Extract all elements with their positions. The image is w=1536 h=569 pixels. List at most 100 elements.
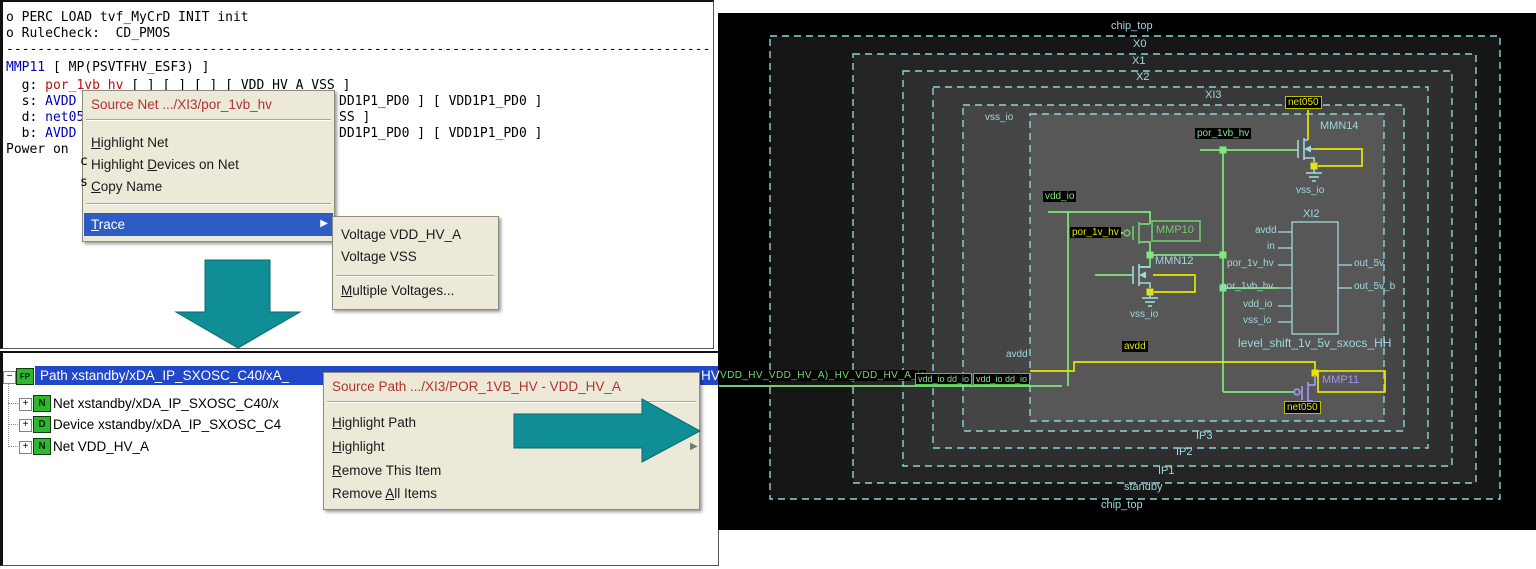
tree-expander-device[interactable]: + xyxy=(19,419,32,432)
menu-separator xyxy=(86,119,331,121)
label-rest: ighlight Net xyxy=(100,135,169,150)
menu-item-highlight-path[interactable]: Highlight Path xyxy=(332,415,416,430)
pin-b-label: b: xyxy=(6,126,46,141)
device-label-mmn12[interactable]: MMN12 xyxy=(1155,255,1194,267)
menu-item-highlight[interactable]: Highlight ▶ xyxy=(332,439,698,454)
tree-expander-net2[interactable]: + xyxy=(19,441,32,454)
report-line-perc-load: o PERC LOAD tvf_MyCrD INIT init xyxy=(6,10,249,25)
submenu-arrow-icon: ▶ xyxy=(320,218,328,229)
pin-g-rest: [ ] [ ] [ ] [ VDD_HV_A VSS ] xyxy=(123,78,351,93)
tree-icon-net1: N xyxy=(33,395,51,412)
net-label-vdd-io[interactable]: vdd_io xyxy=(1043,191,1077,202)
report-line-device: MMP11 [ MP(PSVTFHV_ESF3) ] xyxy=(6,61,210,75)
accel: H xyxy=(91,135,101,150)
xi2-pin-out-5v: out_5v xyxy=(1354,258,1385,269)
net-label-wire-box-2: vdd_io dd_io xyxy=(973,373,1031,385)
hier-label-xi3: XI3 xyxy=(1205,89,1222,101)
mmn12-symbol[interactable] xyxy=(1132,264,1158,307)
hier-label-ip1: IP1 xyxy=(1158,465,1175,477)
menu-item-trace[interactable]: Trace ▶ xyxy=(84,213,333,236)
label-rest: ighlight xyxy=(341,439,385,454)
net-context-menu: Source Net .../XI3/por_1vb_hv Highlight … xyxy=(82,90,335,242)
net-label-por-1vb-hv[interactable]: por_1vb_hv xyxy=(1195,128,1252,139)
menu-item-copy-name[interactable]: Copy Name xyxy=(91,179,162,194)
report-divider: ----------------------------------------… xyxy=(6,42,711,57)
accel: T xyxy=(91,217,99,232)
tree-expander-net1[interactable]: + xyxy=(19,398,32,411)
label-pre: Remove xyxy=(332,486,386,501)
xi2-pin-por-1vb-hv: por_1vb_hv xyxy=(1221,281,1274,292)
submenu-arrow-icon: ▶ xyxy=(690,441,698,452)
hier-label-x2: X2 xyxy=(1136,71,1150,83)
accel: H xyxy=(332,415,342,430)
menu-item-highlight-net[interactable]: Highlight Net xyxy=(91,135,168,150)
menu-separator xyxy=(336,275,495,277)
net-label-net050-top[interactable]: net050 xyxy=(1285,96,1322,109)
net-net050-link[interactable]: net050 xyxy=(45,110,93,125)
net-label-avdd[interactable]: avdd xyxy=(1122,341,1148,352)
schematic-canvas xyxy=(719,35,1501,500)
report-line-power: Power on xyxy=(6,142,69,157)
pin-g-label: g: xyxy=(6,78,46,93)
schematic-viewer[interactable]: chip_top X0 X1 X2 XI3 IP3 IP2 IP1 standb… xyxy=(718,0,1536,569)
net-label-por-1v-hv[interactable]: por_1v_hv xyxy=(1070,227,1121,238)
menu-item-multiple-voltages[interactable]: Multiple Voltages... xyxy=(341,283,454,298)
net-label-vss-io-mmn14: vss_io xyxy=(1296,185,1325,196)
instance-cell-name: level_shift_1v_5v_sxocs_HH xyxy=(1238,336,1392,350)
net-avdd-link-2[interactable]: AVDD xyxy=(45,126,77,141)
hier-label-standby: standby xyxy=(1124,481,1163,493)
menu-item-highlight-devices[interactable]: Highlight Devices on Net xyxy=(91,157,239,172)
menu-item-remove-this-item[interactable]: Remove This Item xyxy=(332,463,441,478)
pin-d-label: d: xyxy=(6,110,46,125)
pin-s-tail: DD1P1_PD0 ] [ VDD1P1_PD0 ] xyxy=(339,94,543,109)
xi2-pin-out-5v-b: out_5v_b xyxy=(1354,281,1396,292)
tree-row-net2[interactable]: Net VDD_HV_A xyxy=(53,439,150,454)
net-label-vdd-hv-a-path: VDD_HV_VDD_HV_A)_HV_VDD_HV_A_io xyxy=(720,370,926,381)
tree-row-path-label-tail: HV xyxy=(701,368,720,383)
instance-label-xi2[interactable]: XI2 xyxy=(1303,208,1320,220)
device-label-mmp10[interactable]: MMP10 xyxy=(1156,224,1194,236)
net-label-avdd-small: avdd xyxy=(1006,349,1028,360)
tree-connector-h1 xyxy=(8,403,20,404)
accel: H xyxy=(332,439,342,454)
label-rest: ighlight Path xyxy=(341,415,417,430)
menu-item-source-net[interactable]: Source Net .../XI3/por_1vb_hv xyxy=(91,97,272,112)
label-rest: opy Name xyxy=(100,179,163,194)
mmp10-symbol[interactable] xyxy=(1123,220,1201,244)
device-label-mmn14[interactable]: MMN14 xyxy=(1320,120,1359,132)
xi2-symbol[interactable] xyxy=(1278,221,1352,335)
net-label-vss-io-mmn12: vss_io xyxy=(1130,309,1159,320)
net-label-net050-bottom[interactable]: net050 xyxy=(1284,401,1321,414)
tree-icon-path: FP xyxy=(16,368,34,385)
net-avdd-link[interactable]: AVDD xyxy=(45,94,77,109)
menu-item-remove-all-items[interactable]: Remove All Items xyxy=(332,486,437,501)
device-rest: [ MP(PSVTFHV_ESF3) ] xyxy=(45,60,210,75)
accel: D xyxy=(147,157,158,172)
xi2-pin-vss-io: vss_io xyxy=(1243,315,1272,326)
menu-separator xyxy=(86,203,331,205)
tree-connector-h2 xyxy=(8,424,20,425)
report-line-source: s: AVDD xyxy=(6,94,77,109)
device-name[interactable]: MMP11 xyxy=(6,60,46,75)
menu-item-voltage-vss[interactable]: Voltage VSS xyxy=(341,249,417,264)
menu-item-voltage-vdd-hv-a[interactable]: Voltage VDD_HV_A xyxy=(341,227,462,242)
green-junctions xyxy=(1146,146,1227,292)
tree-row-device[interactable]: Device xstandby/xDA_IP_SXOSC_C4 xyxy=(53,417,282,432)
hier-label-chip-top-bottom: chip_top xyxy=(1101,499,1143,511)
net-label-vss-io-left: vss_io xyxy=(985,112,1014,123)
tree-expander-path[interactable]: − xyxy=(3,371,16,384)
tree-row-net1[interactable]: Net xstandby/xDA_IP_SXOSC_C40/x xyxy=(53,396,279,411)
xi2-pin-avdd: avdd xyxy=(1255,225,1277,236)
net-por-1vb-hv-link[interactable]: por_1vb_hv xyxy=(45,78,124,93)
device-label-mmp11[interactable]: MMP11 xyxy=(1322,374,1360,386)
report-line-gate: g: por_1vb_hv [ ] [ ] [ ] [ VDD_HV_A VSS… xyxy=(6,78,351,93)
tree-connector-vertical xyxy=(8,384,9,447)
menu-separator xyxy=(327,401,696,403)
report-line-rulecheck: o RuleCheck: CD_PMOS xyxy=(6,26,171,41)
green-wires xyxy=(719,149,1298,393)
menu-item-source-path[interactable]: Source Path .../XI3/POR_1VB_HV - VDD_HV_… xyxy=(332,379,621,394)
mmn14-symbol[interactable] xyxy=(1297,138,1322,182)
tree-connector-h3 xyxy=(8,446,20,447)
label-rest: race xyxy=(98,217,126,232)
yellow-wires xyxy=(1030,110,1386,393)
